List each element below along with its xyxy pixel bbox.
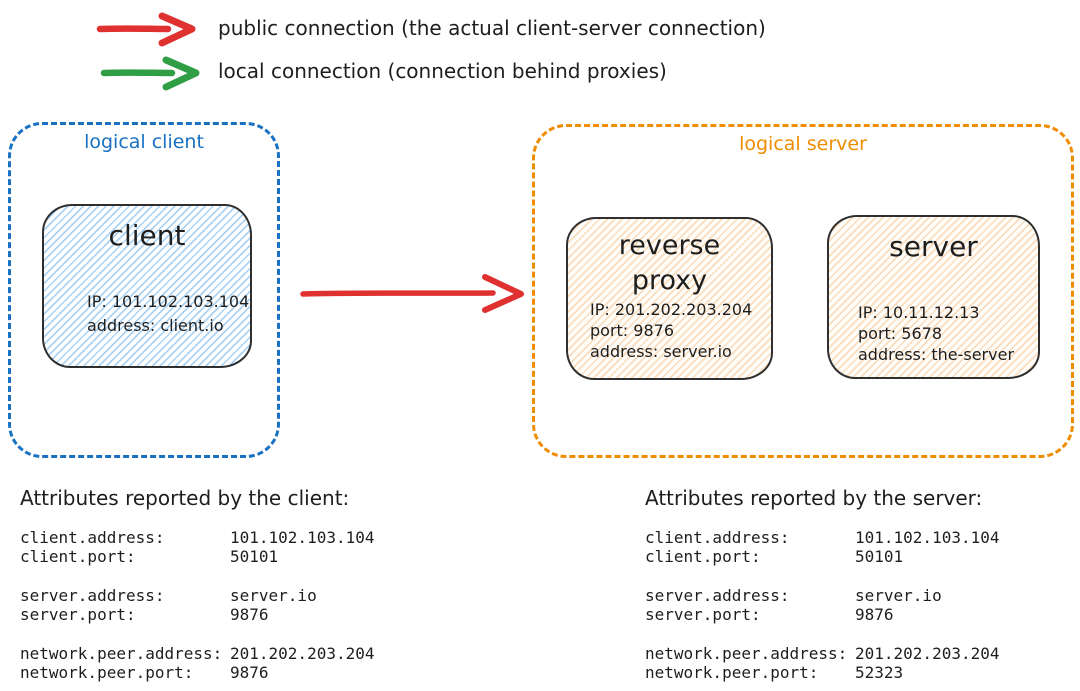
attr-key: network.peer.port:	[645, 663, 819, 682]
client-node-info: IP: 101.102.103.104 address: client.io	[87, 290, 249, 338]
attr-row: client.port: 50101	[20, 547, 440, 566]
server-attributes-title: Attributes reported by the server:	[645, 486, 983, 510]
attr-value: 9876	[230, 663, 269, 682]
attr-key: server.address:	[20, 586, 165, 605]
attr-value: 50101	[230, 547, 279, 566]
attr-key: client.port:	[20, 547, 136, 566]
attr-value: server.io	[230, 586, 317, 605]
attr-row: network.peer.port: 9876	[20, 663, 440, 682]
attr-value: 101.102.103.104	[855, 528, 1000, 547]
attr-value: 201.202.203.204	[230, 644, 375, 663]
attr-row: server.port: 9876	[20, 605, 440, 624]
client-node-title: client	[108, 219, 186, 252]
client-address: address: client.io	[87, 316, 224, 335]
attr-key: server.port:	[20, 605, 136, 624]
attr-row: server.port: 9876	[645, 605, 1065, 624]
attr-key: server.address:	[645, 586, 790, 605]
attr-value: 101.102.103.104	[230, 528, 375, 547]
reverse-proxy-address: address: server.io	[590, 342, 732, 361]
legend-local-label: local connection (connection behind prox…	[218, 59, 667, 83]
logical-server-group: logical server reverse proxy IP: 201.202…	[532, 124, 1074, 458]
attr-row: client.address: 101.102.103.104	[645, 528, 1065, 547]
client-attributes-block: Attributes reported by the client: clien…	[20, 486, 440, 691]
reverse-proxy-node-info: IP: 201.202.203.204 port: 9876 address: …	[590, 299, 752, 362]
attr-value: server.io	[855, 586, 942, 605]
attr-row: client.address: 101.102.103.104	[20, 528, 440, 547]
attr-key: client.address:	[645, 528, 790, 547]
server-attr-group-server: server.address: server.io server.port: 9…	[645, 586, 1065, 624]
attr-value: 52323	[855, 663, 904, 682]
attr-key: client.address:	[20, 528, 165, 547]
server-attr-group-client: client.address: 101.102.103.104 client.p…	[645, 528, 1065, 566]
server-node-info: IP: 10.11.12.13 port: 5678 address: the-…	[858, 302, 1014, 365]
reverse-proxy-ip: IP: 201.202.203.204	[590, 300, 753, 319]
client-attributes-title: Attributes reported by the client:	[20, 486, 350, 510]
attr-row: client.port: 50101	[645, 547, 1065, 566]
client-attr-group-client: client.address: 101.102.103.104 client.p…	[20, 528, 440, 566]
attr-value: 9876	[230, 605, 269, 624]
attr-key: network.peer.port:	[20, 663, 194, 682]
attr-key: client.port:	[645, 547, 761, 566]
attr-value: 9876	[855, 605, 894, 624]
client-attr-group-server: server.address: server.io server.port: 9…	[20, 586, 440, 624]
attr-row: server.address: server.io	[645, 586, 1065, 605]
server-attributes-block: Attributes reported by the server: clien…	[645, 486, 1065, 691]
attr-value: 50101	[855, 547, 904, 566]
reverse-proxy-node-title: reverse proxy	[618, 230, 721, 296]
server-node-title: server	[889, 230, 978, 263]
legend-public-arrow-icon	[96, 12, 196, 47]
reverse-proxy-node: reverse proxy IP: 201.202.203.204 port: …	[566, 217, 773, 380]
server-port: port: 5678	[858, 324, 942, 343]
reverse-proxy-port: port: 9876	[590, 321, 674, 340]
attr-row: network.peer.address: 201.202.203.204	[20, 644, 440, 663]
attr-value: 201.202.203.204	[855, 644, 1000, 663]
logical-server-label: logical server	[739, 133, 867, 155]
attr-row: network.peer.address: 201.202.203.204	[645, 644, 1065, 663]
logical-client-group: logical client client IP: 101.102.103.10…	[8, 122, 280, 458]
server-node: server IP: 10.11.12.13 port: 5678 addres…	[827, 215, 1040, 379]
attr-row: server.address: server.io	[20, 586, 440, 605]
server-ip: IP: 10.11.12.13	[858, 303, 980, 322]
attr-row: network.peer.port: 52323	[645, 663, 1065, 682]
client-node: client IP: 101.102.103.104 address: clie…	[42, 204, 252, 368]
logical-client-label: logical client	[84, 131, 204, 153]
attr-key: server.port:	[645, 605, 761, 624]
client-ip: IP: 101.102.103.104	[87, 292, 250, 311]
server-address: address: the-server	[858, 345, 1015, 364]
public-connection-arrow-icon	[300, 274, 524, 313]
server-attr-group-network-peer: network.peer.address: 201.202.203.204 ne…	[645, 644, 1065, 682]
client-attr-group-network-peer: network.peer.address: 201.202.203.204 ne…	[20, 644, 440, 682]
legend-local-arrow-icon	[100, 56, 200, 91]
legend-public-label: public connection (the actual client-ser…	[218, 16, 766, 40]
attr-key: network.peer.address:	[20, 644, 223, 663]
attr-key: network.peer.address:	[645, 644, 848, 663]
